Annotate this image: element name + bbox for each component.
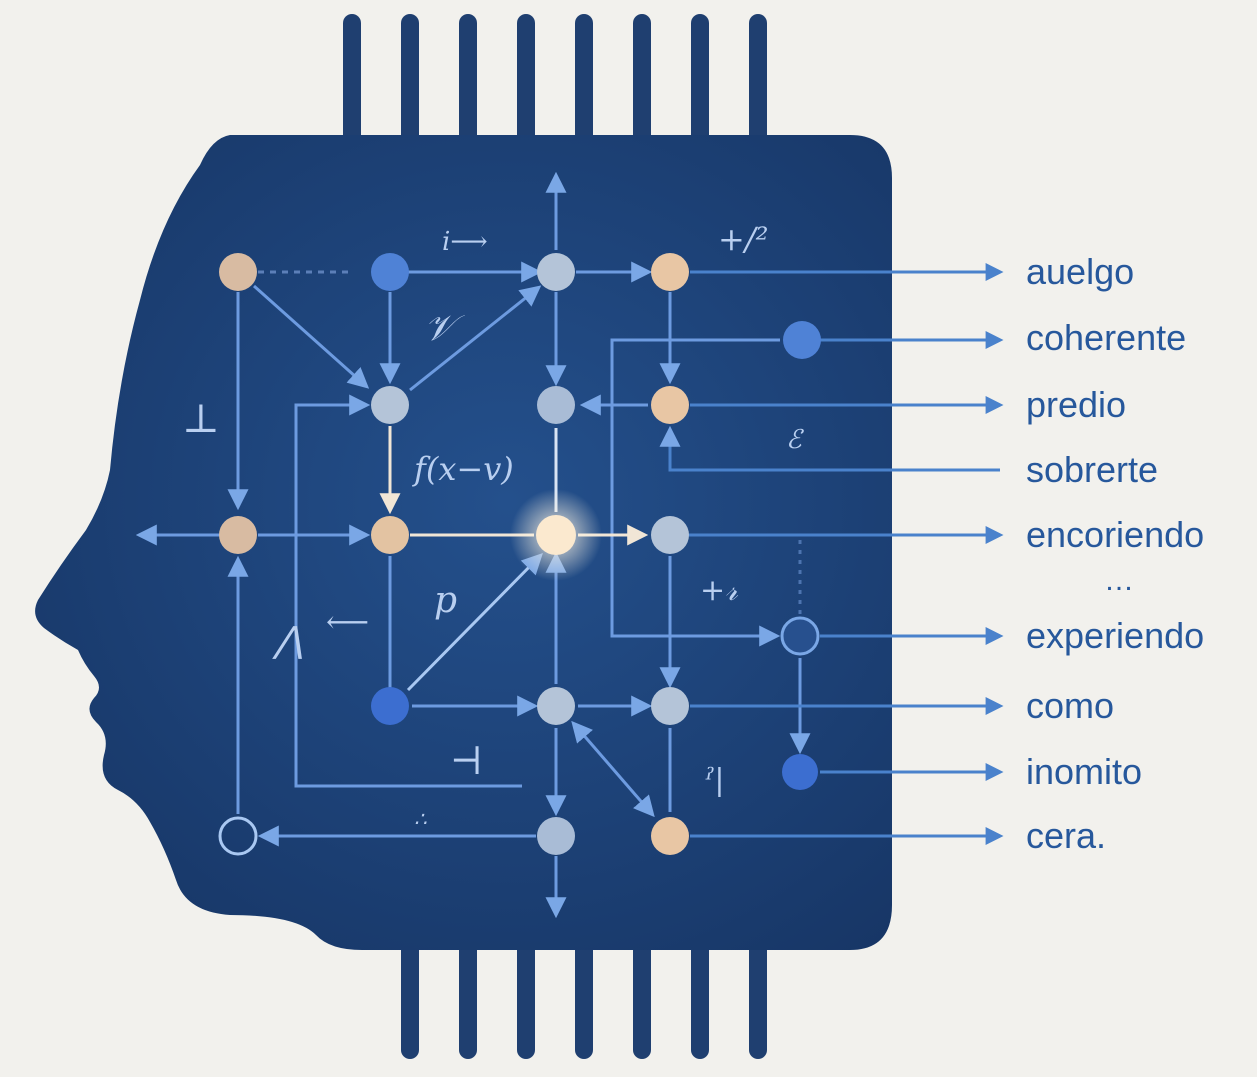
node [536,515,576,555]
node [783,321,821,359]
math-left-arrow: ⟵ [326,605,369,640]
node [651,386,689,424]
node [218,816,258,856]
node [219,253,257,291]
math-tick: ˀ| [705,763,725,798]
output-label-inomito: inomito [1026,751,1143,792]
top-pins [343,14,767,144]
math-p: p [434,580,457,621]
node [371,687,409,725]
output-label-coherente: coherente [1026,317,1187,358]
node [651,516,689,554]
output-label-cera: cera. [1026,815,1107,856]
bottom-pins [401,935,767,1059]
node [651,687,689,725]
network-edges [135,171,1004,919]
node [537,386,575,424]
math-i-arrow: i⟶ [442,227,488,257]
output-label-auelgo: auelgo [1026,251,1135,292]
math-annotations: i⟶ +/² 𝒱 ⊥ f(x−v) ℰ p ⟵ ⋀ +𝓇 ⊣ ˀ| ∴ [182,220,804,831]
node [651,817,689,855]
math-tack: ⊣ [450,739,483,783]
node [371,386,409,424]
node [780,616,820,656]
output-label-predio: predio [1026,384,1127,425]
node [219,516,257,554]
output-label-sobrerte: sobrerte [1026,449,1159,490]
math-plus-f: +/² [718,220,768,258]
node [371,253,409,291]
math-perp: ⊥ [182,396,220,442]
node [651,253,689,291]
node [782,754,818,790]
output-label-experiendo: experiendo [1026,615,1205,656]
output-ellipsis: … [1104,564,1137,597]
node [371,516,409,554]
output-label-como: como [1026,685,1115,726]
math-fx: f(x−v) [412,450,514,488]
node [537,687,575,725]
math-epsilon: ℰ [786,425,804,455]
math-plus-r: +𝓇 [700,573,739,608]
math-caret: ⋀ [272,620,304,661]
node [537,253,575,291]
network-nodes [218,253,821,856]
math-dots-small: ∴ [414,807,427,831]
output-label-encoriendo: encoriendo [1026,514,1205,555]
node [537,817,575,855]
